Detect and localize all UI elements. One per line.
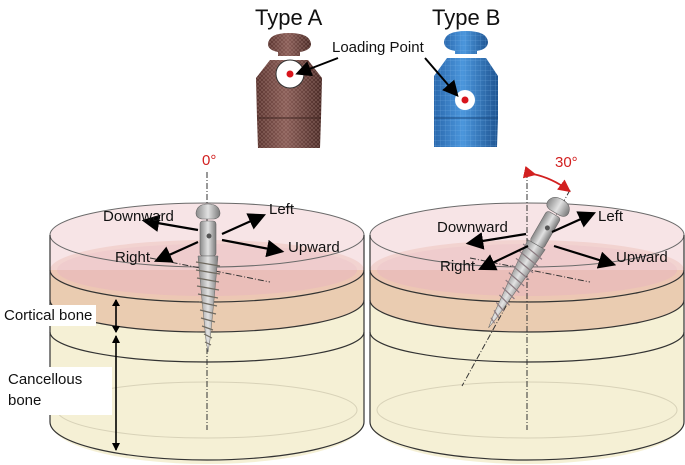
left-arrow-upward xyxy=(221,238,285,258)
left-label-left: Left xyxy=(269,201,295,218)
type-a-label: Type A xyxy=(255,5,323,30)
right-label-right: Right xyxy=(440,258,476,275)
loading-point-arrow-a xyxy=(295,57,339,77)
cancellous-bone-label: Cancellous bone xyxy=(0,367,113,415)
cancellous-bone-text-line1: Cancellous xyxy=(8,371,83,388)
type-a-loading-point xyxy=(286,70,294,78)
right-screw xyxy=(488,197,570,329)
type-a-head xyxy=(256,33,322,148)
left-arrow-right xyxy=(153,240,199,263)
left-label-upward: Upward xyxy=(288,239,340,256)
left-horizontal-axis xyxy=(149,257,271,283)
right-arrow-right xyxy=(478,245,529,271)
right-arrow-left xyxy=(551,211,597,234)
left-screw xyxy=(195,203,221,353)
left-arrow-left xyxy=(221,213,267,236)
loading-point-label: Loading Point xyxy=(332,39,425,56)
right-label-downward: Downward xyxy=(437,219,508,236)
loading-point-arrow-b xyxy=(424,57,459,98)
right-horizontal-axis xyxy=(469,257,591,283)
right-angle-label: 30° xyxy=(555,154,578,171)
right-label-left: Left xyxy=(598,208,624,225)
right-label-upward: Upward xyxy=(616,249,668,266)
right-arrow-upward xyxy=(553,244,617,269)
cancellous-bone-text-line2: bone xyxy=(8,392,42,409)
cortical-bone-text: Cortical bone xyxy=(4,307,93,324)
type-b-loading-point xyxy=(461,96,469,104)
left-label-right: Right xyxy=(115,249,151,266)
left-arrow-downward xyxy=(141,214,199,232)
cortical-bone-label: Cortical bone xyxy=(0,305,97,326)
cortical-arrow-heads xyxy=(112,299,120,333)
left-label-downward: Downward xyxy=(103,208,174,225)
right-arrow-downward xyxy=(465,232,527,250)
type-b-label: Type B xyxy=(432,5,500,30)
rotation-arc-icon xyxy=(522,165,571,193)
type-b-head xyxy=(434,31,498,147)
left-angle-label: 0° xyxy=(202,152,216,169)
